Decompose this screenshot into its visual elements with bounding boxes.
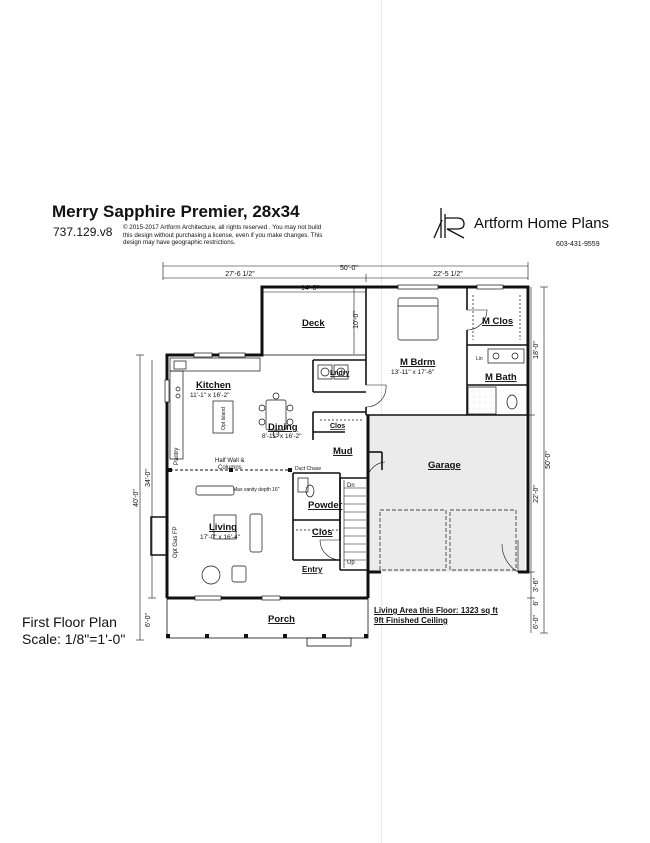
room-dining-dim: 8'-11" x 16'-2" [262,433,302,440]
room-kitchen: Kitchen [196,380,231,391]
room-porch: Porch [268,614,295,625]
room-master-closet: M Clos [482,316,513,327]
plan-number: 737.129.v8 [53,225,113,239]
plan-label-block: First Floor Plan Scale: 1/8"=1'-0" [22,614,125,648]
dim-right-22: 22'-0" [533,485,540,503]
living-area: Living Area this Floor: 1323 sq ft [374,606,498,615]
dining-table [258,392,294,438]
note-duct-chase: Duct Chase [295,466,321,472]
room-kitchen-dim: 11'-1" x 16'-2" [190,392,230,399]
ceiling-height: 9ft Finished Ceiling [374,616,448,625]
kitchen-fixtures [169,357,261,460]
dim-overall-width: 50'-0" [340,265,358,272]
porch-deck-outline [166,286,369,647]
dim-right-3-6: 3'-6" [533,578,540,592]
dimension-lines [136,262,548,641]
room-living: Living [209,522,237,533]
room-master-bath: M Bath [485,372,517,383]
note-gas-fireplace: Opt Gas FP [173,526,179,558]
note-linen: Lin [476,356,483,362]
room-living-dim: 17'-0" x 16'-4" [200,534,241,541]
floor-plan-label: First Floor Plan [22,614,117,630]
dim-left-porch: 6'-0" [145,613,152,627]
porch-columns [166,634,368,638]
note-half-wall: Half Wall & [215,458,244,464]
room-laundry: Lndry [330,370,350,377]
note-down: Dn [347,483,355,489]
stairs [343,480,366,568]
room-dining: Dining [268,422,298,433]
room-closet-mud: Clos [330,423,345,430]
door-swings [319,309,519,573]
note-pantry: Pantry [174,448,180,465]
dim-left-34: 34'-0" [145,469,152,487]
note-island: Opt Island [221,407,227,430]
dim-left-width: 27'-6 1/2" [225,271,255,278]
dim-deck-width: 14'-0" [301,285,319,292]
shower-tile [468,387,496,414]
room-garage: Garage [428,460,461,471]
dim-right-18: 18'-0" [533,341,540,359]
room-mud: Mud [333,446,353,457]
windows [164,284,504,601]
room-master-bedroom: M Bdrm [400,357,435,368]
garage-doors [379,509,517,571]
artform-logo-icon [433,208,465,239]
plan-scale: Scale: 1/8"=1'-0" [22,631,126,647]
room-closet-hall: Clos [312,527,333,538]
brand-name: Artform Home Plans [474,215,610,232]
room-entry: Entry [302,565,323,574]
dim-right-6-b: 6' [533,600,540,605]
interior-walls [292,287,528,571]
room-master-bedroom-dim: 13'-11" x 17'-6" [391,369,435,376]
note-up: Up [347,560,355,566]
brand-phone: 603-431-9559 [556,241,600,248]
living-furniture [195,485,263,585]
bedroom-bath-fixtures [296,295,525,531]
garage-floor [368,415,525,572]
dim-deck-depth: 10'-0" [353,311,360,329]
dim-overall-left: 40'-0" [133,489,140,507]
living-area-block: Living Area this Floor: 1323 sq ft 9ft F… [374,606,498,626]
room-deck: Deck [302,318,325,329]
dim-right-50: 50'-0" [545,451,552,469]
note-vanity-depth: Max vanity depth 16" [233,487,280,493]
dim-right-width: 22'-5 1/2" [433,271,463,278]
note-columns: Columns [218,465,242,471]
fireplace [150,516,168,556]
plan-title: Merry Sapphire Premier, 28x34 [52,202,300,221]
copyright-notice: © 2015-2017 Artform Architecture, all ri… [123,224,323,247]
dim-right-6-a: 6'-0" [533,615,540,629]
room-powder: Powder [308,500,343,511]
half-wall-columns [168,468,292,472]
